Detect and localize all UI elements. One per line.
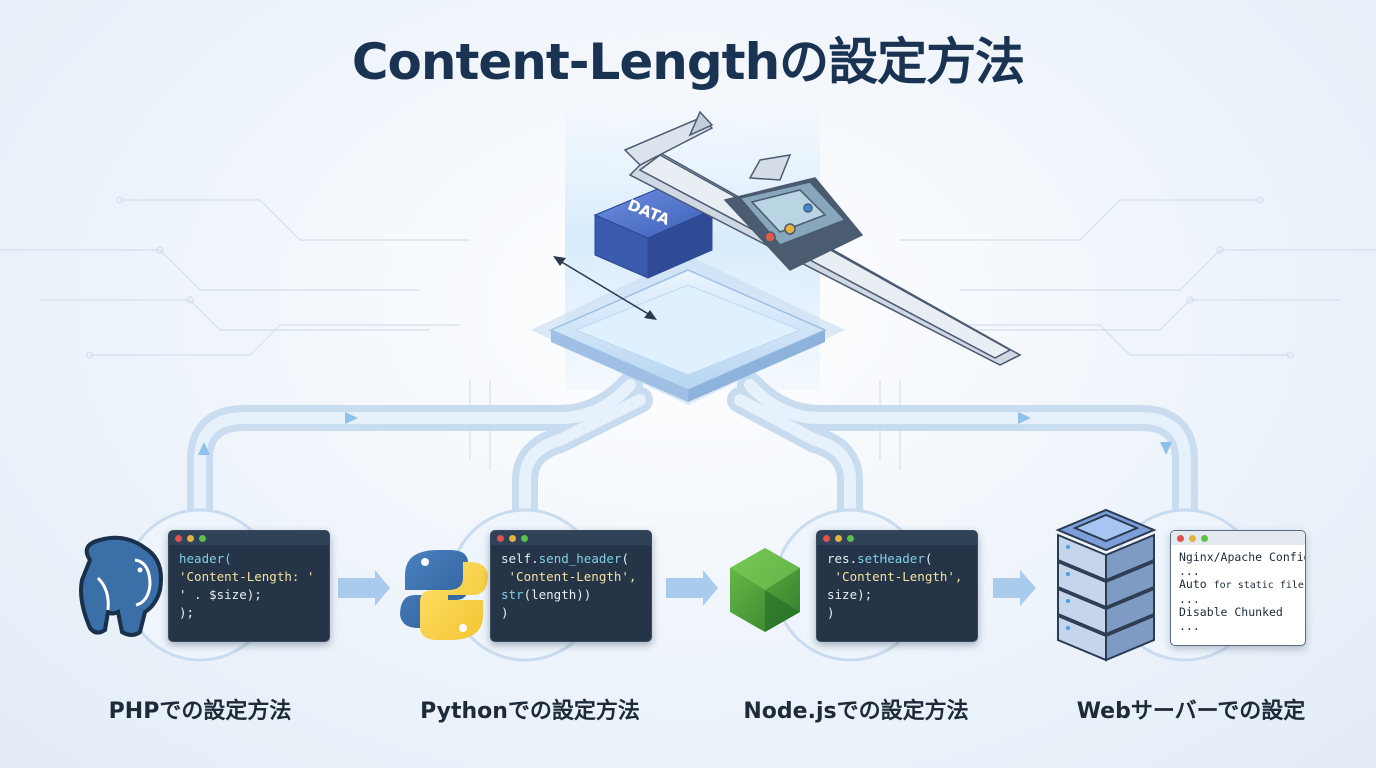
close-dot-icon <box>175 535 182 542</box>
code-token: ( <box>924 551 933 566</box>
code-token: ( <box>621 551 629 566</box>
circuit-traces <box>0 196 1376 470</box>
webserver-config-window: Nginx/Apache Config ... Auto for static … <box>1170 530 1306 646</box>
python-logo-icon <box>400 550 488 640</box>
window-titlebar <box>169 531 329 545</box>
nodejs-section-label: Node.jsでの設定方法 <box>743 699 969 724</box>
page-title: Content-Lengthの設定方法 <box>351 33 1025 91</box>
code-token: ... <box>1179 563 1200 578</box>
close-dot-icon <box>823 535 830 542</box>
code-token: ' . $size); <box>179 587 262 602</box>
code-token: send_header <box>538 551 622 566</box>
nodejs-code: res.setHeader( 'Content-Length', size); … <box>817 545 977 627</box>
window-titlebar <box>491 531 651 545</box>
nodejs-hexagon-icon <box>730 548 800 632</box>
code-token: 'Content-Length', <box>827 569 963 584</box>
webserver-config: Nginx/Apache Config ... Auto for static … <box>1171 545 1305 639</box>
code-token: res. <box>827 551 858 566</box>
php-section-label: PHPでの設定方法 <box>108 699 292 724</box>
python-code-window: self.send_header( 'Content-Length', str(… <box>490 530 652 642</box>
maximize-dot-icon <box>199 535 206 542</box>
postgresql-elephant-icon <box>79 535 163 637</box>
minimize-dot-icon <box>187 535 194 542</box>
pipe-arrows <box>198 412 1172 455</box>
server-rack-icon <box>1055 508 1157 662</box>
code-token: size); <box>827 587 873 602</box>
code-token: Disable Chunked <box>1179 605 1283 619</box>
code-token: ... <box>1179 591 1200 606</box>
data-platform <box>531 255 845 405</box>
maximize-dot-icon <box>521 535 528 542</box>
minimize-dot-icon <box>835 535 842 542</box>
flow-pipes <box>187 372 1198 543</box>
close-dot-icon <box>1177 535 1184 542</box>
php-code: header( 'Content-Length: ' ' . $size); )… <box>169 545 329 627</box>
code-token: str <box>501 587 524 602</box>
caliper-icon <box>623 110 1022 366</box>
code-token: ... <box>1179 618 1200 633</box>
php-code-window: header( 'Content-Length: ' ' . $size); )… <box>168 530 330 642</box>
python-code: self.send_header( 'Content-Length', str(… <box>491 545 651 627</box>
code-token: ) <box>501 605 509 620</box>
maximize-dot-icon <box>847 535 854 542</box>
code-token: self. <box>501 551 539 566</box>
minimize-dot-icon <box>509 535 516 542</box>
close-dot-icon <box>497 535 504 542</box>
window-titlebar <box>817 531 977 545</box>
python-section-label: Pythonでの設定方法 <box>420 699 640 724</box>
window-titlebar <box>1171 531 1305 545</box>
webserver-section-label: Webサーバーでの設定 <box>1076 699 1306 724</box>
code-token: (length)) <box>523 587 592 602</box>
code-token: ); <box>179 605 195 620</box>
stage-arrows <box>338 570 1036 606</box>
code-token: header( <box>179 551 232 566</box>
code-token: for static files <box>1213 580 1306 591</box>
code-token: 'Content-Length: ' <box>179 569 315 584</box>
code-token: setHeader <box>857 551 925 566</box>
code-token: Nginx/Apache Config <box>1179 550 1306 564</box>
maximize-dot-icon <box>1201 535 1208 542</box>
minimize-dot-icon <box>1189 535 1196 542</box>
code-token: ) <box>827 605 835 620</box>
code-token: 'Content-Length', <box>501 569 637 584</box>
nodejs-code-window: res.setHeader( 'Content-Length', size); … <box>816 530 978 642</box>
code-token: Auto <box>1179 577 1214 591</box>
